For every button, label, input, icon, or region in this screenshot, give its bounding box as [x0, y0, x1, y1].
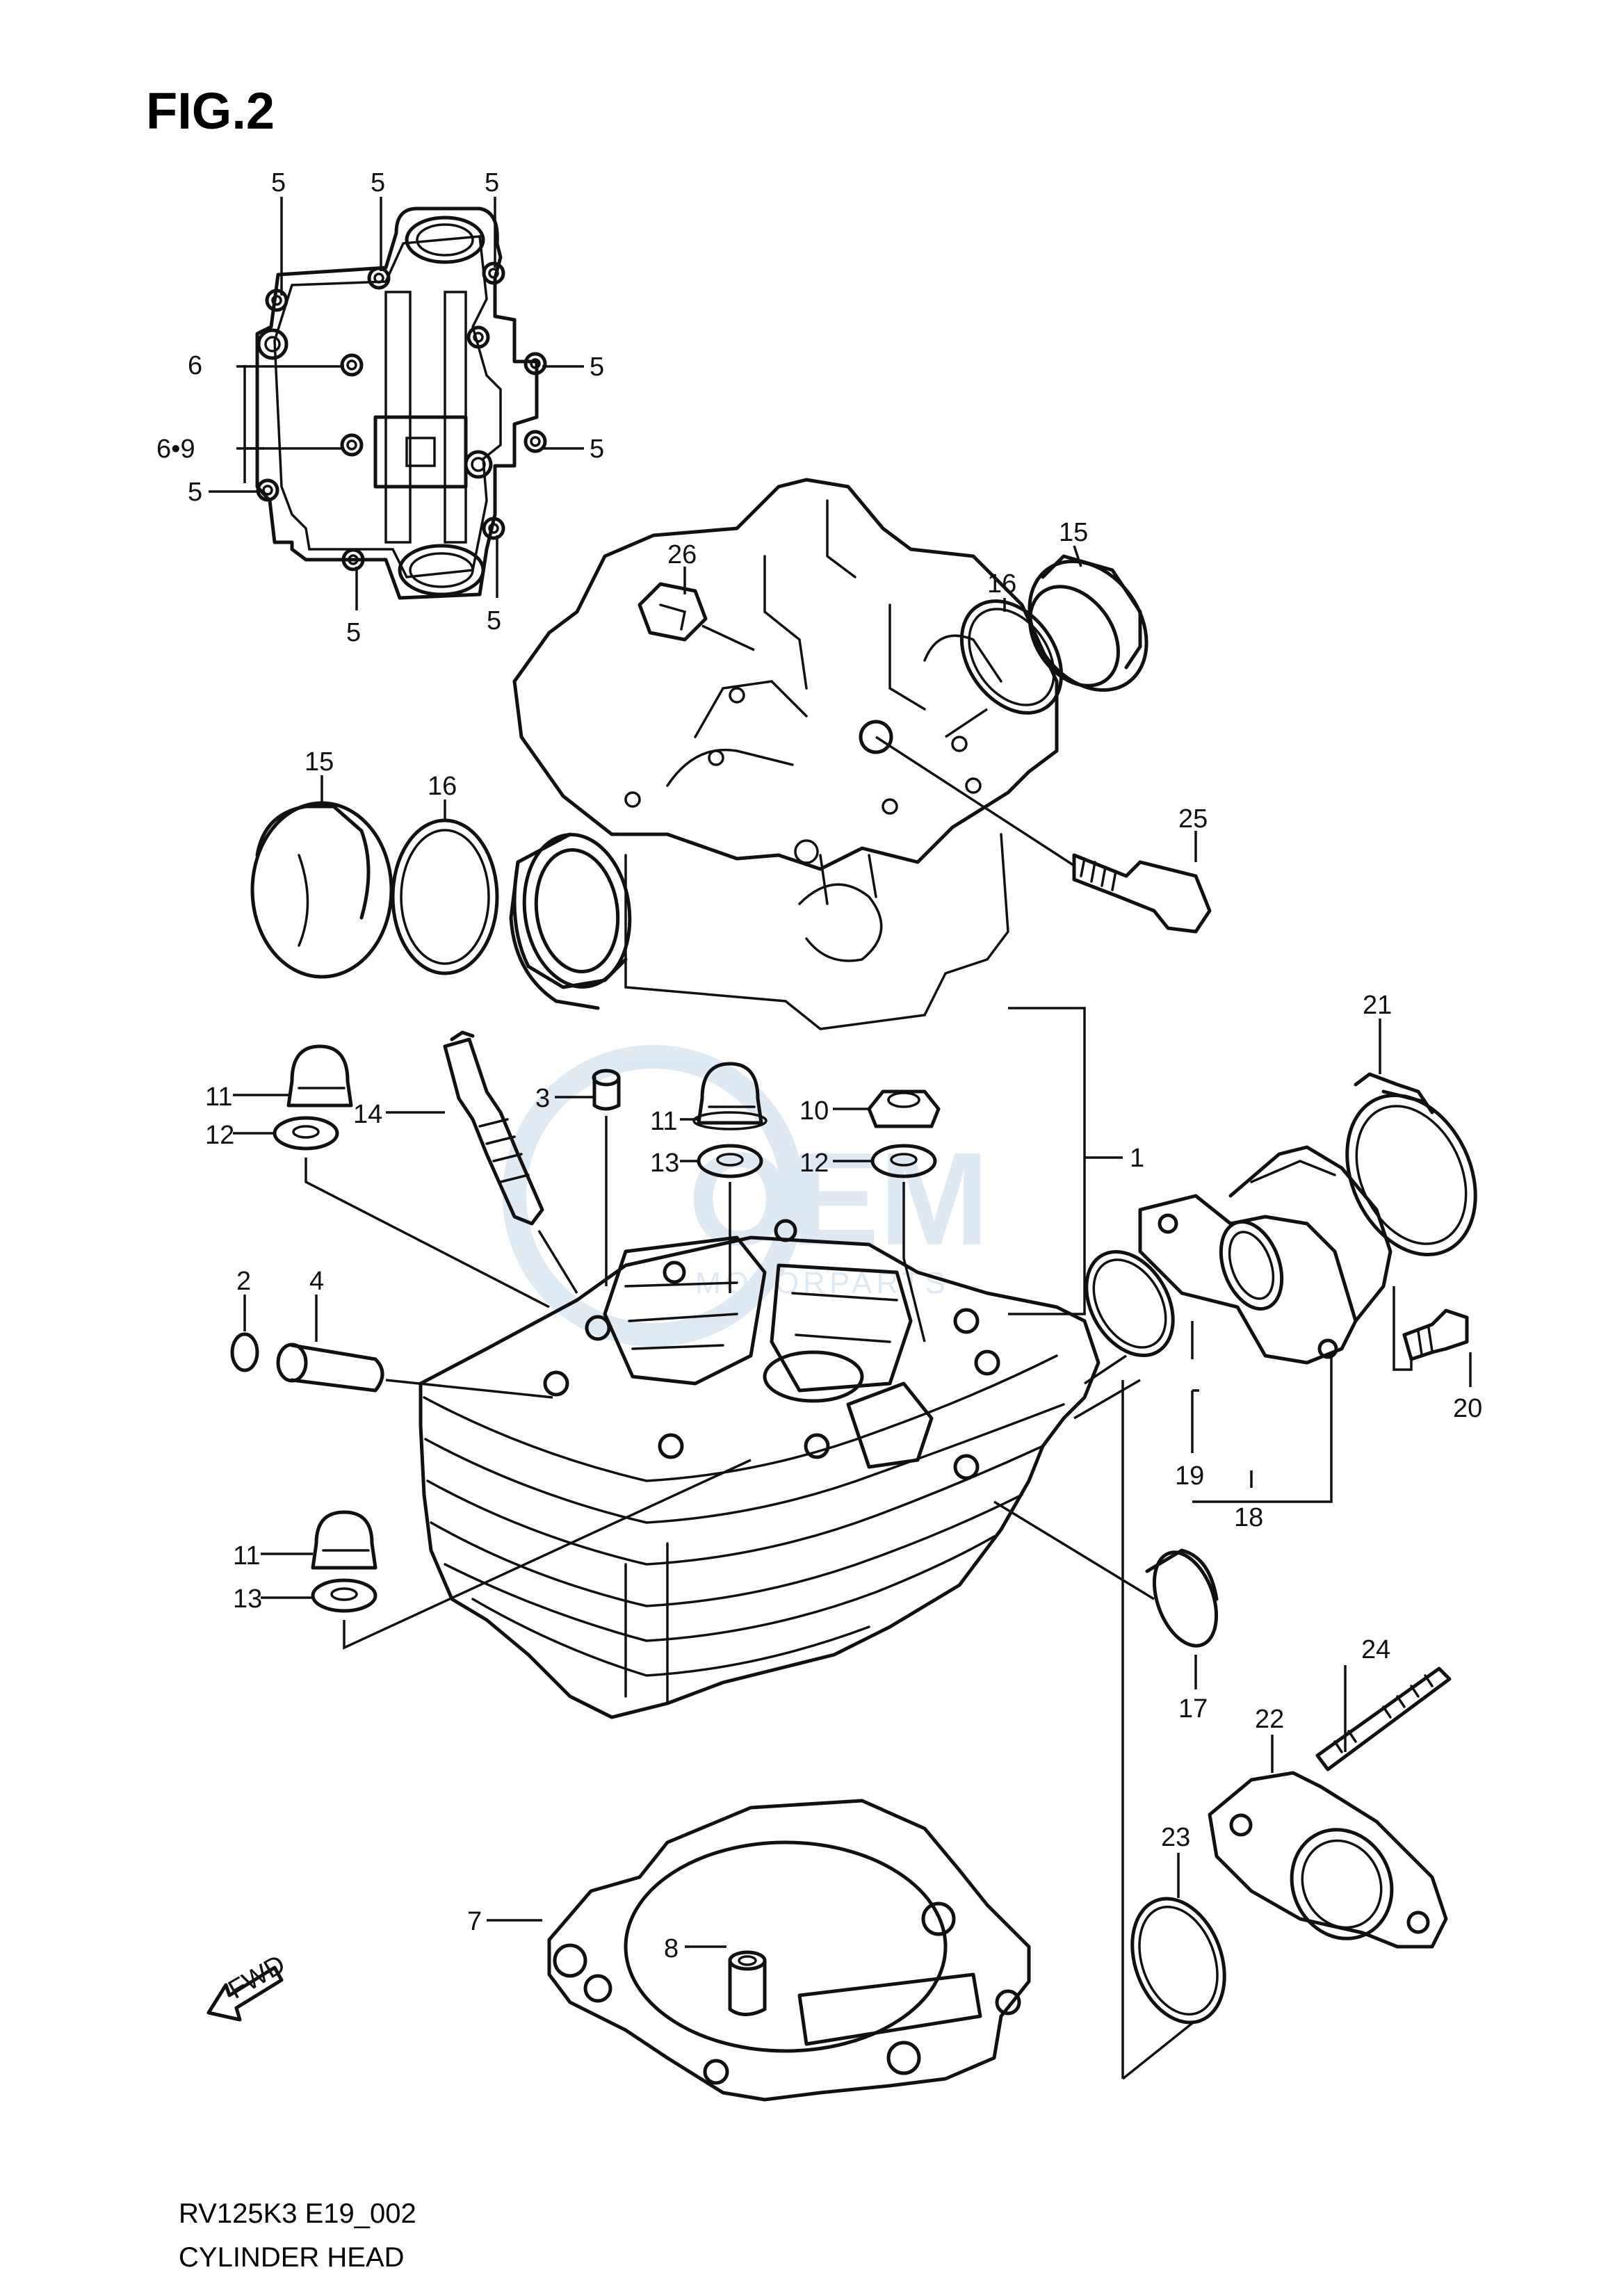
- watermark-brand: OEM: [688, 1126, 989, 1273]
- callout-11-c: 11: [233, 1541, 260, 1571]
- stud-24-drawing: [1315, 1666, 1452, 1771]
- callout-16-right: 16: [987, 569, 1016, 599]
- spark-plug-14-drawing: [443, 1030, 544, 1226]
- figure-name: CYLINDER HEAD: [179, 2242, 405, 2273]
- bolt-25-drawing: [1072, 853, 1212, 934]
- bolt-20-drawing: [1402, 1308, 1469, 1361]
- fwd-direction-arrow: FWD: [206, 1949, 290, 2022]
- callout-15-left: 15: [304, 747, 334, 777]
- washer-13-b: [311, 1578, 377, 1613]
- callout-11-b: 11: [650, 1107, 677, 1136]
- bolt-holes: [256, 261, 547, 571]
- callout-24: 24: [1361, 1635, 1390, 1664]
- plug-17-drawing: [1145, 1548, 1219, 1648]
- callout-5-d: 5: [188, 478, 202, 507]
- callout-8: 8: [664, 1934, 679, 1963]
- callout-23: 23: [1161, 1823, 1190, 1852]
- o-ring-16-right: [959, 599, 1064, 715]
- callout-21: 21: [1363, 991, 1392, 1020]
- insulator-22-drawing: [1208, 1771, 1448, 1949]
- callout-7: 7: [467, 1907, 482, 1936]
- callout-17: 17: [1178, 1694, 1208, 1724]
- clamp-21-drawing: [1345, 1072, 1477, 1257]
- intake-pipe-18-drawing: [1138, 1145, 1392, 1365]
- callout-11-a: 11: [205, 1082, 232, 1112]
- callout-4: 4: [309, 1267, 324, 1296]
- callout-2: 2: [236, 1267, 251, 1296]
- head-cover-gasket-drawing: [255, 206, 547, 600]
- cylinder-head-gasket-drawing: [547, 1799, 1031, 2102]
- nut-10-drawing: [867, 1089, 941, 1128]
- dowel-pin-drawing: [728, 1950, 767, 2016]
- callout-3: 3: [535, 1084, 550, 1113]
- cap-nut-11-b: [692, 1062, 768, 1130]
- leader-lines: [209, 197, 1472, 2080]
- callout-5-h: 5: [487, 606, 501, 635]
- callout-12-b: 12: [799, 1149, 829, 1178]
- pin-4-drawing: [276, 1343, 384, 1393]
- cylinder-head-drawing: [419, 1219, 1101, 1719]
- callout-1: 1: [1130, 1144, 1144, 1173]
- callout-6-9: 6•9: [156, 435, 195, 464]
- cap-15-left: [250, 801, 393, 979]
- o-ring-23-drawing: [1130, 1897, 1226, 2025]
- callout-15-right: 15: [1059, 518, 1088, 547]
- callout-10: 10: [799, 1096, 829, 1126]
- clip-2-drawing: [230, 1332, 259, 1372]
- figure-code: RV125K3 E19_002: [179, 2198, 416, 2229]
- callout-25: 25: [1178, 804, 1208, 834]
- figure-title: FIG.2: [146, 82, 275, 140]
- washer-12-a: [273, 1116, 339, 1151]
- callout-6: 6: [188, 351, 202, 380]
- callout-22: 22: [1255, 1705, 1284, 1734]
- cap-nut-11-a: [286, 1044, 353, 1108]
- cap-nut-11-c: [311, 1510, 377, 1570]
- callout-5-g: 5: [346, 618, 361, 647]
- oem-motorparts-watermark: OEM MOTORPARTS: [503, 1045, 989, 1347]
- callout-20: 20: [1453, 1394, 1482, 1423]
- o-ring-16-left: [391, 818, 499, 975]
- callout-5-a: 5: [271, 168, 286, 197]
- callout-13-b: 13: [233, 1584, 262, 1614]
- callout-labels: 5 5 5 6 6•9 5 5 5 5 5 26 15 16 25 15 16 …: [156, 168, 1482, 1963]
- callout-26: 26: [667, 540, 697, 569]
- callout-5-b: 5: [371, 168, 385, 197]
- callout-5-e: 5: [590, 352, 604, 382]
- o-ring-19-drawing: [1085, 1249, 1175, 1358]
- callout-16-left: 16: [428, 772, 457, 801]
- nut-26-drawing: [638, 582, 708, 642]
- dowel-3-drawing: [592, 1069, 621, 1111]
- callout-5-c: 5: [485, 168, 499, 197]
- callout-13-a: 13: [650, 1149, 679, 1178]
- cylinder-head-cover-drawing: [509, 478, 1059, 1030]
- callout-19: 19: [1175, 1461, 1204, 1491]
- callout-5-f: 5: [590, 435, 604, 464]
- callout-14: 14: [353, 1100, 382, 1129]
- callout-12-a: 12: [205, 1121, 234, 1150]
- callout-18: 18: [1234, 1503, 1263, 1532]
- cap-15-right: [1028, 554, 1148, 692]
